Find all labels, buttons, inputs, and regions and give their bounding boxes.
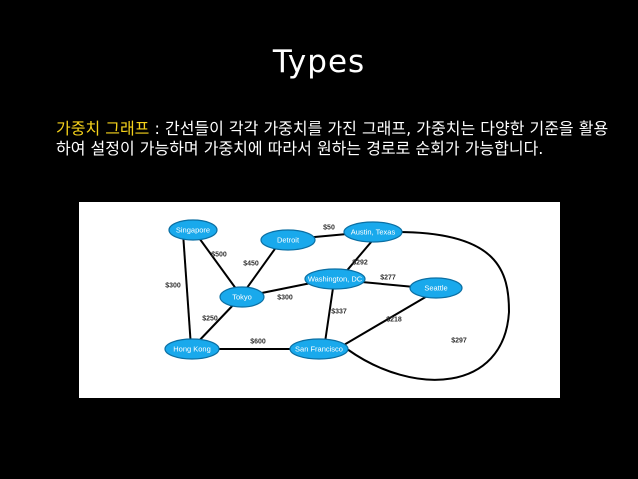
edge-weights: $500 $300 $50 $450 $292 $277 $300 $337 $…: [165, 225, 467, 346]
edge-austin-sanfrancisco: [346, 231, 511, 381]
node-label-singapore: Singapore: [176, 226, 210, 235]
edge-detroit-tokyo: [243, 245, 278, 293]
edge-singapore-hongkong: [182, 232, 192, 348]
slide-description: 가중치 그래프 : 간선들이 각각 가중치를 가진 그래프, 가중치는 다양한 …: [56, 119, 616, 159]
edge-austin-washington: [343, 240, 373, 275]
edge-seattle-sanfrancisco: [336, 294, 430, 350]
weight-washington-tokyo: $300: [277, 295, 293, 302]
weight-austin-washington: $292: [352, 260, 368, 267]
node-tokyo: Tokyo: [219, 286, 265, 308]
description-highlight: 가중치 그래프: [56, 119, 150, 138]
weight-detroit-austin: $50: [323, 225, 335, 232]
node-label-tokyo: Tokyo: [232, 293, 252, 302]
slide-title: Types: [272, 44, 366, 80]
node-washington: Washington, DC: [304, 268, 366, 290]
description-text: : 간선들이 각각 가중치를 가진 그래프, 가중치는 다양한 기준을 활용하여…: [56, 119, 609, 158]
weight-washington-sanfrancisco: $337: [331, 309, 347, 316]
weight-austin-sanfrancisco: $297: [451, 338, 467, 345]
weight-seattle-sanfrancisco: $218: [386, 317, 402, 324]
node-detroit: Detroit: [260, 229, 316, 251]
node-seattle: Seattle: [409, 277, 463, 299]
node-label-austin: Austin, Texas: [351, 228, 396, 237]
node-austin: Austin, Texas: [343, 221, 403, 243]
edge-tokyo-hongkong: [194, 301, 237, 346]
node-label-washington: Washington, DC: [308, 275, 363, 284]
weight-singapore-tokyo: $500: [211, 252, 227, 259]
weight-detroit-tokyo: $450: [243, 261, 259, 268]
node-label-seattle: Seattle: [424, 284, 447, 293]
weight-tokyo-hongkong: $250: [202, 316, 218, 323]
graph-diagram-panel: $500 $300 $50 $450 $292 $277 $300 $337 $…: [79, 202, 560, 398]
weighted-graph: $500 $300 $50 $450 $292 $277 $300 $337 $…: [164, 219, 511, 381]
edge-singapore-tokyo: [193, 230, 243, 298]
node-label-detroit: Detroit: [277, 236, 300, 245]
node-singapore: Singapore: [168, 219, 218, 241]
node-label-sanfrancisco: San Francisco: [295, 345, 343, 354]
node-label-hongkong: Hong Kong: [173, 345, 211, 354]
weight-hongkong-sanfrancisco: $600: [250, 339, 266, 346]
node-sanfrancisco: San Francisco: [289, 338, 349, 360]
weight-singapore-hongkong: $300: [165, 283, 181, 290]
graph-nodes: Singapore Detroit Austin, Texas Washingt…: [164, 219, 463, 360]
node-hongkong: Hong Kong: [164, 338, 220, 360]
weight-washington-seattle: $277: [380, 275, 396, 282]
